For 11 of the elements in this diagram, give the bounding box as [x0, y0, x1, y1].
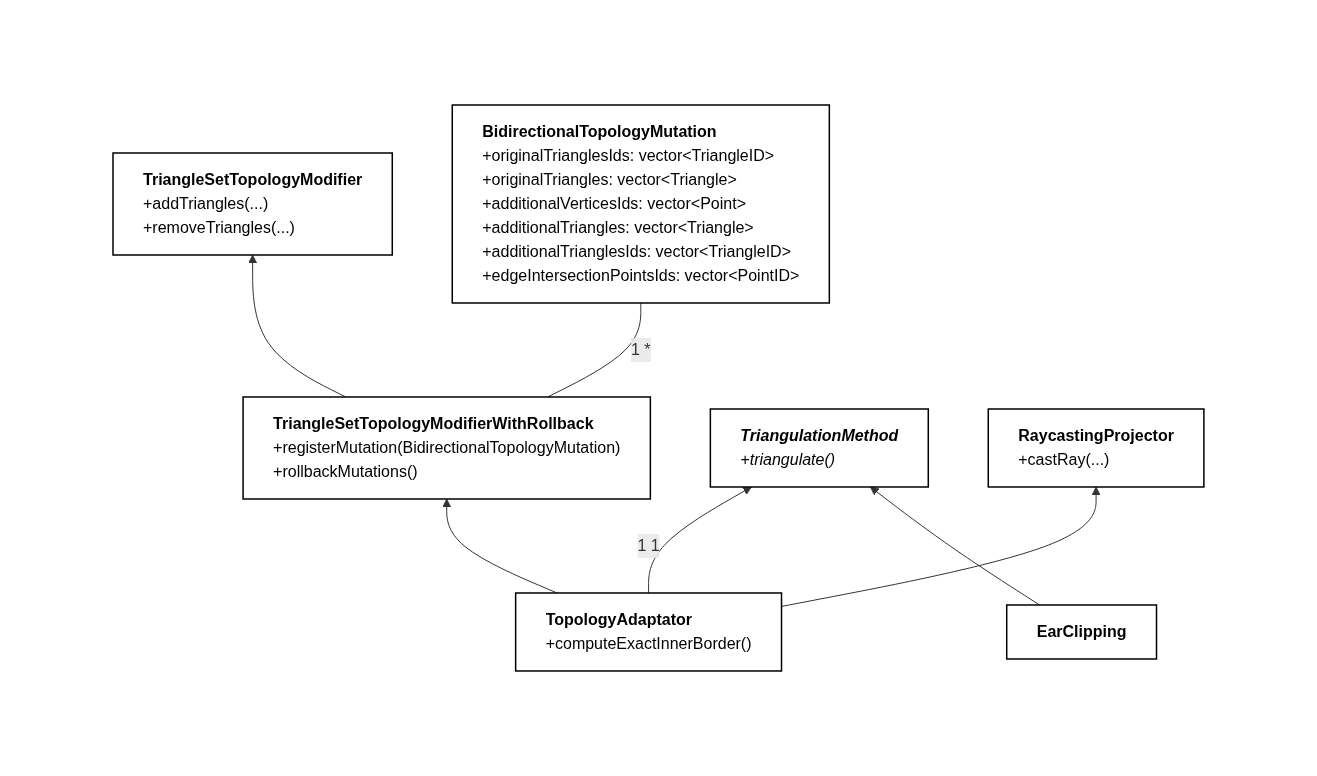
node-box: EarClipping: [1006, 604, 1158, 660]
node-box: TriangleSetTopologyModifierWithRollback +registerMutation(BidirectionalTopologyMutation) +rollbackMutations(): [242, 396, 652, 500]
node-box: RaycastingProjector +castRay(...): [987, 408, 1205, 488]
node-box: BidirectionalTopologyMutation +originalTrianglesIds: vector<TriangleID> +originalTriangles: vector<Triangle> +additionalVerticesIds: vector<Point> +additionalTriangles: vector<Triangle> +additionalTrianglesIds: vector<TriangleID> +edgeIntersectionPointsIds: vector<PointID>: [451, 104, 831, 304]
node-box: TriangulationMethod +triangulate(): [709, 408, 930, 488]
arrow: [648, 486, 752, 594]
node-box: TopologyAdaptator +computeExactInnerBorder(): [514, 592, 783, 672]
edge-label: 1 1: [637, 536, 660, 554]
node-box: TriangleSetTopologyModifier +addTriangles(...) +removeTriangles(...): [112, 152, 394, 256]
arrow: [781, 486, 1101, 607]
edge-label: 1 *: [631, 340, 651, 358]
